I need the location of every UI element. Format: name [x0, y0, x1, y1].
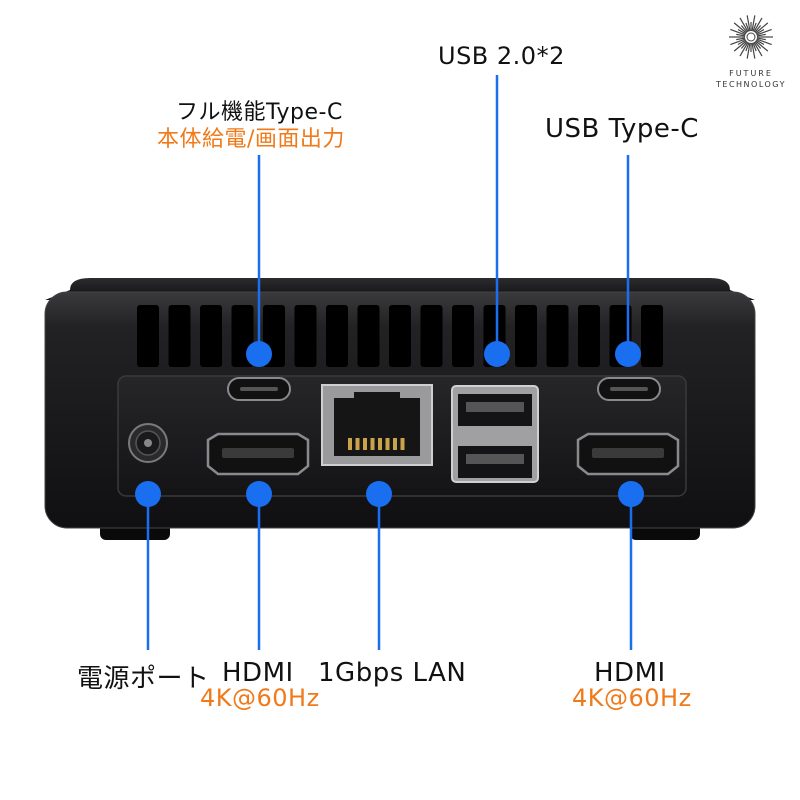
vent-grille — [137, 305, 663, 367]
label-usb20: USB 2.0*2 — [438, 42, 565, 70]
logo-ray — [754, 25, 762, 33]
logo-ray — [736, 33, 746, 37]
lan-pin — [385, 438, 390, 450]
ethernet-port — [321, 384, 433, 466]
label-hdmi-right-sub: 4K@60Hz — [572, 684, 692, 712]
lan-pin — [348, 438, 352, 450]
brand-name-line2: TECHNOLOGY — [716, 80, 786, 89]
lan-pin — [355, 438, 360, 450]
logo-ray — [737, 28, 747, 35]
logo-core — [746, 32, 756, 42]
label-hdmi-left-sub: 4K@60Hz — [200, 684, 320, 712]
logo-ray — [739, 41, 749, 57]
logo-ray — [756, 37, 766, 41]
logo-ray — [746, 42, 751, 59]
vent-slot — [389, 305, 411, 367]
vent-slot — [294, 305, 317, 367]
port-markers — [135, 75, 644, 650]
logo-ray — [733, 22, 747, 34]
brand-name-line1: FUTURE — [729, 69, 773, 78]
vent-slot — [326, 305, 348, 367]
logo-ray — [756, 33, 766, 37]
label-typec-full-title: フル機能Type-C — [176, 100, 343, 125]
logo-ray — [756, 28, 772, 36]
label-lan: 1Gbps LAN — [318, 658, 467, 688]
logo-ray — [739, 17, 749, 33]
logo-ray — [751, 15, 756, 32]
marker-hdmi-right-dot — [618, 481, 644, 507]
label-usb-typec: USB Type-C — [545, 114, 699, 144]
label-hdmi-right-title: HDMI — [594, 658, 666, 688]
logo-ray — [753, 41, 763, 57]
usb-c-port-right — [597, 377, 661, 401]
logo-ray — [730, 28, 746, 36]
usb-a-ports — [451, 385, 539, 483]
marker-typec-full-dot — [246, 341, 272, 367]
label-typec-full-sub: 本体給電/画面出力 — [157, 127, 345, 152]
lan-pin — [363, 438, 367, 450]
logo-ray — [745, 42, 750, 52]
vent-slot — [546, 305, 569, 367]
logo-ray — [752, 22, 757, 32]
vent-slot — [515, 305, 537, 367]
logo-ray — [755, 40, 769, 52]
logo-ray — [752, 42, 757, 52]
logo-ray — [755, 28, 765, 35]
vent-slot — [357, 305, 380, 367]
vent-slot — [578, 305, 600, 367]
vent-slot — [168, 305, 191, 367]
marker-power-dot — [135, 481, 161, 507]
logo-ray — [751, 42, 756, 59]
lan-pin — [393, 438, 397, 450]
usb-c-port-left — [227, 377, 291, 401]
logo-ray — [746, 15, 751, 32]
logo-ray — [754, 41, 762, 49]
logo-ray — [733, 40, 747, 52]
logo-ray — [740, 41, 748, 49]
logo-ray — [736, 37, 746, 41]
logo-ray — [755, 39, 765, 46]
marker-hdmi-left-dot — [246, 481, 272, 507]
logo-ray — [753, 17, 763, 33]
lan-pin — [378, 438, 382, 450]
vent-slot — [641, 305, 663, 367]
brand-logo-icon — [729, 15, 773, 59]
vent-slot — [200, 305, 222, 367]
logo-ray — [740, 25, 748, 33]
logo-ray — [730, 38, 746, 46]
power-jack — [128, 423, 168, 463]
marker-lan-dot — [366, 481, 392, 507]
hdmi-port-left — [206, 432, 310, 476]
lan-pin — [400, 438, 405, 450]
vent-slot — [420, 305, 443, 367]
logo-ray — [755, 22, 769, 34]
label-hdmi-left-title: HDMI — [222, 658, 294, 688]
logo-ray — [756, 38, 772, 46]
marker-usb-typec-dot — [615, 341, 641, 367]
vent-slot — [137, 305, 159, 367]
marker-usb20-dot — [484, 341, 510, 367]
logo-ray — [745, 22, 750, 32]
logo-ray — [737, 39, 747, 46]
lan-pin — [370, 438, 375, 450]
vent-slot — [452, 305, 474, 367]
label-power-port: 電源ポート — [77, 664, 210, 694]
hdmi-port-right — [576, 432, 680, 476]
